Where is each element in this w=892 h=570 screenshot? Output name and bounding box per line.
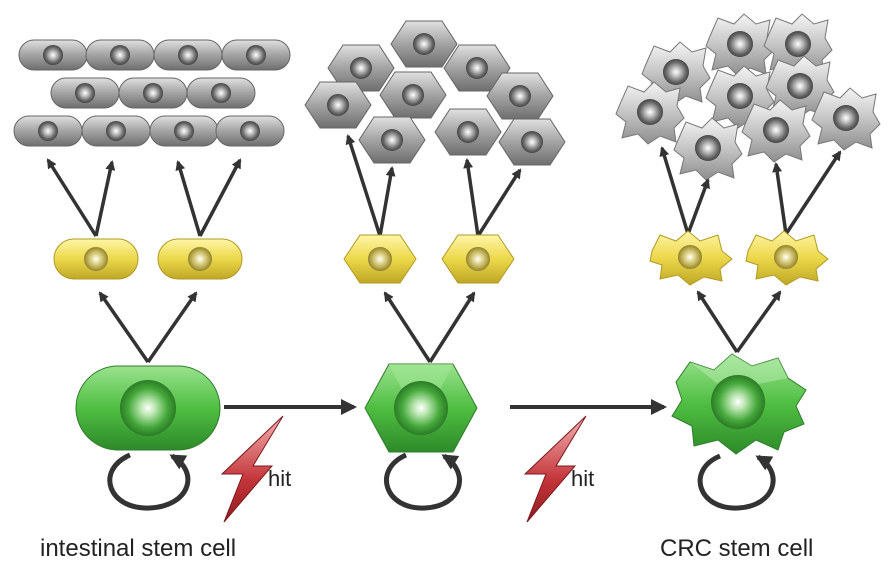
differentiated-cell (673, 117, 743, 181)
differentiated-cell (13, 115, 83, 147)
differentiation-arrows-mutated (345, 134, 522, 237)
self-renewal-arrow-icon (107, 452, 191, 511)
differentiated-cells-normal (13, 39, 291, 147)
differentiated-cell (615, 81, 685, 145)
progenitor-cell (745, 230, 829, 286)
differentiated-cell (18, 39, 88, 71)
hit-1: hit (220, 415, 291, 523)
differentiated-cell (221, 39, 291, 71)
differentiated-cell (498, 118, 566, 166)
differentiated-cell (327, 44, 395, 92)
differentiated-cell (486, 72, 554, 120)
progenitor-cell (343, 234, 417, 284)
normal-lineage (13, 39, 291, 511)
progenitor-cell (53, 238, 139, 280)
differentiated-cell (186, 77, 256, 109)
differentiated-cell (434, 108, 502, 156)
self-renewal-arrow-icon (384, 452, 462, 511)
crc-stem-cell (671, 353, 807, 455)
differentiated-cell (304, 81, 372, 129)
lightning-bolt-icon (523, 415, 587, 523)
differentiated-cell (763, 13, 833, 77)
commitment-arrows-normal (98, 291, 198, 363)
mutated-lineage (304, 20, 566, 511)
differentiated-cell (379, 71, 447, 119)
differentiated-cell (149, 115, 219, 147)
differentiated-cell (358, 116, 426, 164)
commitment-arrows-cancer (696, 290, 782, 354)
progenitor-cell (649, 230, 733, 286)
differentiated-cell (81, 115, 151, 147)
cancer-lineage (615, 13, 881, 511)
mutated-stem-cell (364, 363, 478, 453)
differentiated-cell (85, 39, 155, 71)
differentiated-cell (705, 13, 775, 77)
lightning-bolt-icon (220, 415, 284, 523)
differentiated-cell (741, 99, 811, 163)
hit-label: hit (571, 466, 594, 491)
commitment-arrows-mutated (383, 291, 476, 363)
differentiation-arrows-cancer (659, 146, 842, 235)
progenitor-cells-normal (53, 238, 243, 280)
intestinal-stem-cell-caption: intestinal stem cell (40, 535, 236, 562)
crc-stem-cell-caption: CRC stem cell (660, 535, 813, 562)
progenitor-cell (157, 238, 243, 280)
intestinal-stem-cell (75, 365, 221, 451)
differentiated-cell (811, 87, 881, 151)
differentiation-arrows-normal (46, 158, 242, 237)
differentiated-cells-mutated (304, 20, 566, 166)
differentiated-cell (443, 44, 511, 92)
differentiated-cell (50, 77, 120, 109)
differentiated-cell (215, 115, 285, 147)
progenitor-cells-mutated (343, 234, 515, 284)
differentiated-cells-cancer (615, 13, 881, 181)
differentiated-cell (118, 77, 188, 109)
progenitor-cell (441, 234, 515, 284)
hit-2: hit (523, 415, 594, 523)
differentiated-cell (153, 39, 223, 71)
progenitor-cells-cancer (649, 230, 829, 286)
differentiated-cell (390, 20, 458, 68)
hit-label: hit (268, 466, 291, 491)
self-renewal-arrow-icon (697, 453, 776, 511)
